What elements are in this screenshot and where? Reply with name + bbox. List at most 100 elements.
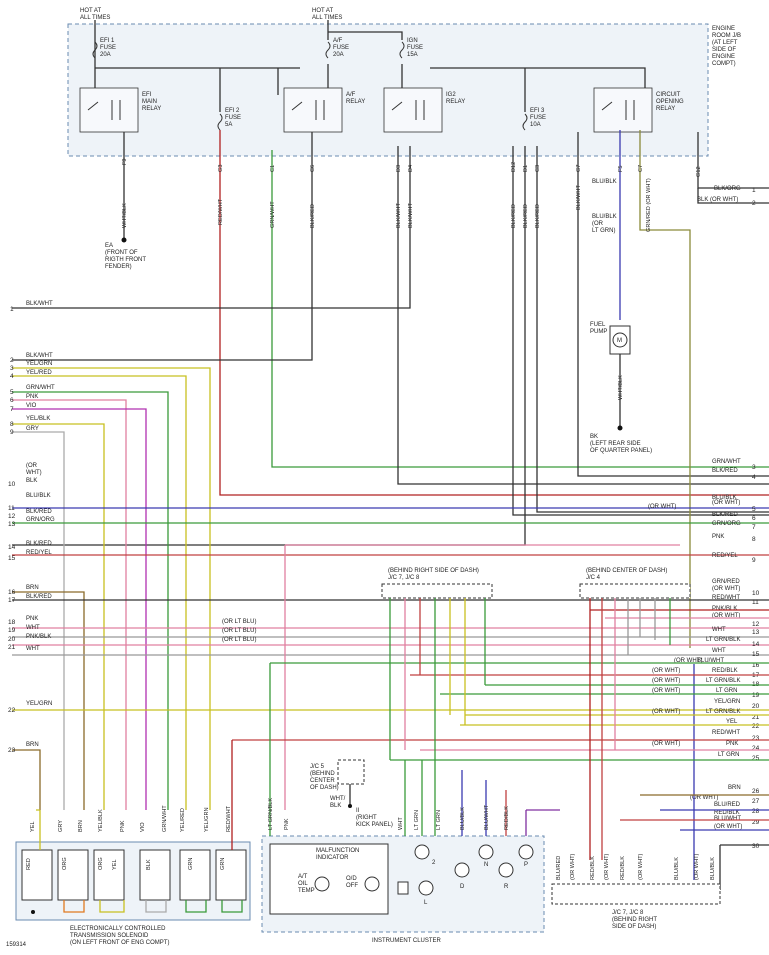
svg-text:BRN: BRN (26, 585, 39, 591)
svg-text:2: 2 (432, 860, 436, 866)
svg-text:PNK/BLK: PNK/BLK (712, 606, 737, 612)
svg-text:GRY: GRY (58, 820, 64, 832)
svg-text:(OR WHT): (OR WHT) (652, 741, 680, 747)
svg-text:15: 15 (8, 555, 16, 562)
svg-text:18: 18 (8, 619, 16, 626)
svg-text:10: 10 (752, 590, 760, 597)
svg-text:1: 1 (752, 187, 756, 194)
svg-text:7: 7 (10, 406, 14, 413)
svg-text:BLK/RED: BLK/RED (26, 509, 52, 515)
svg-text:D12: D12 (511, 162, 517, 172)
svg-text:25: 25 (752, 755, 760, 762)
svg-text:20: 20 (8, 636, 16, 643)
svg-text:YEL/RED: YEL/RED (26, 370, 52, 376)
svg-text:4: 4 (752, 474, 756, 481)
svg-text:R: R (504, 884, 509, 890)
svg-text:13: 13 (752, 629, 760, 636)
svg-text:BLK/RED: BLK/RED (511, 204, 517, 228)
wire-grn-red-c7 (639, 130, 691, 648)
svg-text:LT GRN: LT GRN (716, 688, 737, 694)
svg-text:WHT: WHT (712, 648, 726, 654)
svg-text:28: 28 (752, 808, 760, 815)
svg-text:22: 22 (752, 723, 760, 730)
svg-text:23: 23 (752, 735, 760, 742)
svg-text:(BEHIND RIGHT SIDE OF DASH)J/C: (BEHIND RIGHT SIDE OF DASH)J/C 7, J/C 8 (388, 568, 479, 581)
svg-text:30: 30 (752, 843, 760, 850)
svg-text:GRN: GRN (220, 858, 226, 870)
svg-text:WHT/BLK: WHT/BLK (618, 375, 624, 400)
svg-text:BRN: BRN (78, 820, 84, 832)
svg-text:(OR LT BLU): (OR LT BLU) (222, 619, 256, 625)
svg-text:BLK/RED: BLK/RED (26, 594, 52, 600)
svg-text:PNK/BLK: PNK/BLK (26, 634, 51, 640)
jb-wire-labels: WHT/BLK RED/WHT GRN/WHT BLK/RED BLK/WHT … (122, 178, 652, 232)
svg-text:C7: C7 (638, 165, 644, 172)
svg-text:PNK: PNK (120, 820, 126, 832)
svg-text:RED/BLK: RED/BLK (714, 810, 740, 816)
svg-text:BLU/WHT: BLU/WHT (714, 816, 741, 822)
svg-text:PNK: PNK (284, 818, 290, 830)
cluster-wires: LT GRN/BLK PNK WHT LT GRN LT GRN BLU/BLK… (268, 663, 560, 836)
svg-text:BLU/WHT: BLU/WHT (484, 804, 490, 830)
svg-text:15: 15 (752, 651, 760, 658)
svg-text:3: 3 (10, 365, 14, 372)
svg-text:BLK/WHT: BLK/WHT (408, 203, 414, 228)
svg-text:GRN/WHT: GRN/WHT (162, 805, 168, 832)
svg-text:YEL: YEL (726, 719, 738, 725)
svg-text:BLK/RED: BLK/RED (523, 204, 529, 228)
svg-text:YEL: YEL (112, 859, 118, 870)
svg-text:(OR WHT): (OR WHT) (712, 500, 740, 506)
svg-text:BLK/WHT: BLK/WHT (576, 185, 582, 210)
svg-text:RED/WHT: RED/WHT (712, 730, 740, 736)
svg-text:N: N (484, 862, 488, 868)
svg-text:(OR LT BLU): (OR LT BLU) (222, 628, 256, 634)
svg-text:3: 3 (752, 464, 756, 471)
svg-text:19: 19 (752, 692, 760, 699)
svg-text:6: 6 (752, 515, 756, 522)
svg-text:(OR WHT): (OR WHT) (652, 709, 680, 715)
svg-text:BLU/BLK: BLU/BLK (592, 179, 617, 185)
svg-text:RED/BLK: RED/BLK (712, 668, 738, 674)
motor-icon: M (617, 338, 622, 344)
svg-text:BLK/RED: BLK/RED (535, 204, 541, 228)
svg-text:G12: G12 (696, 166, 702, 177)
svg-text:C3: C3 (535, 165, 541, 172)
wire-g12-blk-org (697, 132, 769, 189)
svg-text:GRY: GRY (26, 426, 39, 432)
svg-text:YEL/GRN: YEL/GRN (204, 807, 210, 832)
svg-text:(OR WHT): (OR WHT) (690, 795, 718, 801)
svg-text:(OR WHT): (OR WHT) (712, 586, 740, 592)
solenoid-wire-labels: YEL GRY BRN YEL/BLK PNK VIO GRN/WHT YEL/… (30, 805, 232, 832)
svg-text:BLU/RED: BLU/RED (714, 802, 741, 808)
svg-text:P: P (524, 862, 528, 868)
svg-text:WHT/BLK: WHT/BLK (330, 796, 346, 809)
bus-wire-1 (95, 67, 300, 112)
svg-text:1: 1 (10, 306, 14, 313)
svg-text:(OR WHT): (OR WHT) (714, 824, 742, 830)
svg-text:14: 14 (752, 641, 760, 648)
svg-text:GRN/WHT: GRN/WHT (712, 459, 741, 465)
svg-text:22: 22 (8, 707, 16, 714)
svg-text:YEL/GRN: YEL/GRN (26, 701, 52, 707)
svg-text:(BEHIND CENTER OF DASH)J/C 4: (BEHIND CENTER OF DASH)J/C 4 (586, 568, 667, 581)
svg-text:2: 2 (10, 357, 14, 364)
svg-text:26: 26 (752, 788, 760, 795)
wire-grn-wht (271, 150, 769, 468)
svg-text:(OR WHT): (OR WHT) (652, 668, 680, 674)
svg-text:INSTRUMENT CLUSTER: INSTRUMENT CLUSTER (372, 938, 442, 944)
svg-text:12: 12 (8, 513, 16, 520)
